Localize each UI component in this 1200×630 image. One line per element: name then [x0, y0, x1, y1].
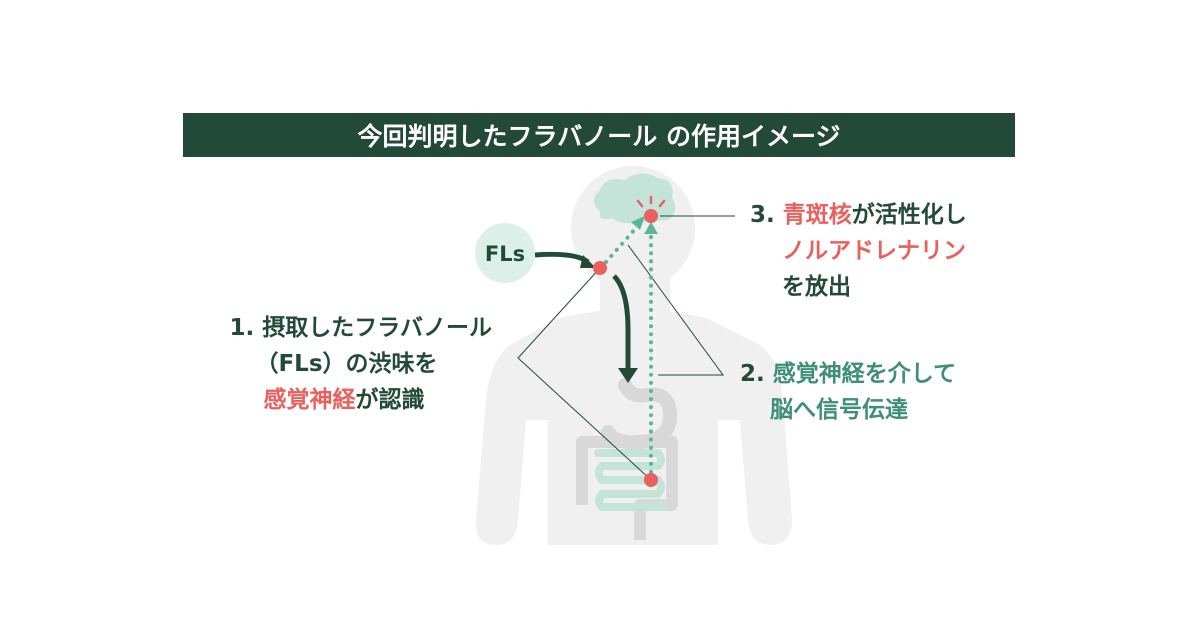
- step3-line3: を放出: [782, 274, 851, 300]
- intake-arrow: [534, 251, 590, 265]
- step2-line1: 感覚神経を介して: [772, 361, 957, 387]
- arrow-diag-icon: [631, 216, 645, 230]
- step3-label: 3. 青斑核が活性化し ノルアドレナリン を放出: [750, 197, 967, 305]
- step2-label: 2. 感覚神経を介して 脳へ信号伝達: [740, 356, 956, 428]
- step1-line3: が認識: [355, 387, 425, 413]
- diagram-title: 今回判明したフラバノール の作用イメージ: [183, 113, 1015, 157]
- step3-line1: が活性化し: [851, 202, 967, 228]
- arrow-up-icon: [644, 222, 658, 234]
- step3-highlight: 青斑核: [782, 202, 852, 228]
- locus-coeruleus-dot: [644, 209, 658, 223]
- activation-rays-icon: [636, 195, 666, 208]
- digestive-organs-icon: [576, 378, 678, 540]
- step1-highlight: 感覚神経: [263, 387, 356, 413]
- leader-lines: [517, 215, 735, 481]
- fls-label: FLs: [485, 242, 525, 266]
- mouth-dot: [593, 261, 607, 275]
- gut-dot: [644, 473, 658, 487]
- signal-path: [604, 226, 653, 474]
- step1-line2: （FLs）の渋味を: [255, 351, 438, 377]
- step2-line2: 脳へ信号伝達: [770, 397, 908, 423]
- step1-number: 1.: [229, 315, 255, 341]
- step1-label: 1. 摂取したフラバノール （FLs）の渋味を 感覚神経が認識: [229, 310, 492, 418]
- step3-number: 3.: [750, 202, 775, 228]
- step2-number: 2.: [740, 361, 765, 387]
- fls-circle: [475, 223, 535, 283]
- step1-line1: 摂取したフラバノール: [262, 315, 492, 341]
- swallow-arrow: [612, 274, 631, 368]
- step3-line2: ノルアドレナリン: [782, 238, 966, 264]
